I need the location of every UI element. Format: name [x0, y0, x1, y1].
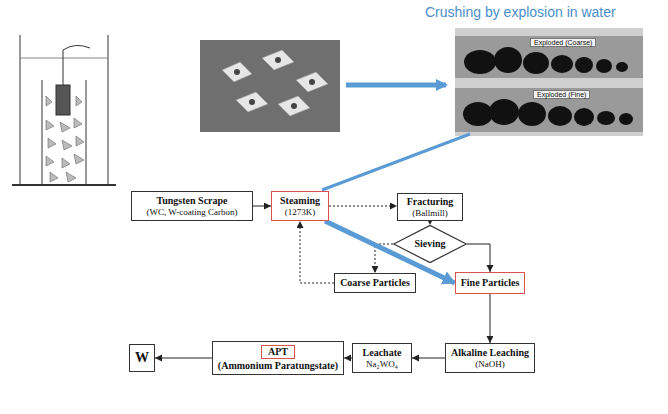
section-title: Crushing by explosion in water	[425, 4, 616, 20]
decision-diamond: Sieving	[393, 225, 467, 263]
output-box: W	[129, 344, 155, 372]
insert-photo	[200, 40, 340, 132]
node-title: Leachate	[363, 347, 402, 359]
photo-arrow	[346, 83, 446, 88]
node-title: Tungsten Scrape	[156, 195, 227, 207]
node-title: W	[135, 350, 149, 366]
photo-link-line	[322, 134, 470, 190]
flow-arrow	[467, 244, 490, 272]
node-title: Sieving	[414, 238, 445, 250]
node-detail: Na₂WO₄	[366, 359, 398, 369]
photo-caption: Exploded (Coarse)	[530, 38, 596, 47]
flow-arrow	[489, 294, 490, 343]
process-box: Coarse Particles	[334, 273, 416, 293]
highlight-box: APT	[261, 345, 295, 359]
node-detail: (WC, W-coating Carbon)	[146, 207, 237, 217]
node-title: APT	[268, 346, 288, 358]
node-title: Steaming	[280, 195, 320, 207]
explosion-vessel	[12, 35, 116, 185]
node-detail: (NaOH)	[475, 359, 505, 369]
node-title: (Ammonium Paratungstate)	[218, 360, 338, 372]
flow-arrow	[412, 358, 445, 359]
dotted-arrow	[300, 221, 334, 283]
process-box: Fine Particles	[455, 272, 526, 294]
node-detail: (Ballmill)	[412, 208, 448, 218]
process-box: APT (Ammonium Paratungstate)	[212, 341, 344, 375]
node-title: Coarse Particles	[340, 277, 410, 289]
flow-arrow	[253, 206, 271, 207]
flow-arrow	[344, 358, 352, 359]
node-detail: (1273K)	[285, 207, 316, 217]
dotted-arrow	[430, 221, 431, 225]
dotted-arrow	[329, 206, 397, 207]
process-box: Steaming(1273K)	[271, 191, 329, 221]
process-box: Tungsten Scrape(WC, W-coating Carbon)	[131, 191, 253, 221]
process-box: Fracturing(Ballmill)	[397, 193, 463, 221]
node-title: Fracturing	[407, 196, 454, 208]
process-box: LeachateNa₂WO₄	[352, 343, 412, 373]
node-title: Fine Particles	[461, 277, 520, 289]
exploded-photos	[455, 28, 643, 136]
photo-caption: Exploded (Fine)	[533, 90, 590, 99]
process-box: Alkaline Leaching(NaOH)	[445, 343, 535, 373]
node-title: Alkaline Leaching	[451, 347, 529, 359]
flow-arrow	[155, 358, 212, 359]
